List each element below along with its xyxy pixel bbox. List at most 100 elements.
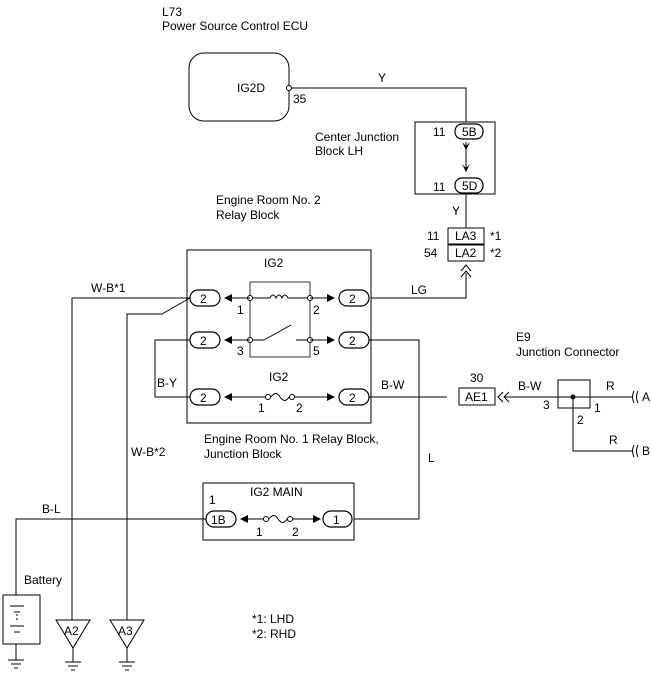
cjb-pin-top-num: 11: [433, 125, 446, 139]
wire-wb1: [71, 297, 190, 620]
la2-num: 54: [424, 246, 438, 260]
ae1-num: 30: [470, 371, 484, 385]
ig2-main-fuse-pin-1: 1: [256, 525, 263, 539]
terminal-left-row1-label: 2: [200, 292, 207, 306]
ae1-label: AE1: [465, 390, 488, 404]
arrow-right-row2-icon: [327, 336, 335, 344]
ground-a2-triangle: [55, 619, 91, 649]
cjb-pin-bot-label: 5D: [462, 179, 478, 193]
e9-pin-3: 3: [543, 398, 550, 412]
relay2-name-line2: Relay Block: [216, 208, 280, 222]
note-lhd: *1: LHD: [252, 612, 294, 626]
cjb-pin-top: [454, 123, 484, 140]
la-connector-chevron-2-icon: [460, 270, 472, 278]
e9-to-a: A: [642, 390, 650, 404]
wire-ecu-to-cjb: [291, 87, 467, 122]
cjb-name-line2: Block LH: [315, 144, 363, 158]
e9-pin-2: 2: [577, 413, 584, 427]
arrow-right-row3-icon: [327, 393, 335, 401]
ig2-main-arrow-left-icon: [240, 515, 248, 523]
ae1-chevron-1-icon: [497, 391, 504, 403]
la3-label: LA3: [455, 229, 477, 243]
wire-wb2: [126, 297, 191, 620]
fuse-pin-2: 2: [296, 401, 303, 415]
relay1-name-line1: Engine Room No. 1 Relay Block,: [204, 432, 379, 446]
wire-label-lg: LG: [411, 283, 427, 297]
ground-a2-icon: [65, 661, 81, 671]
relay2-name-line1: Engine Room No. 2: [216, 193, 321, 207]
ecu-code: L73: [162, 5, 182, 19]
wire-label-bw2: B-W: [518, 379, 542, 393]
wire-lg: [367, 273, 467, 299]
relay-pin-3: 3: [237, 344, 244, 358]
ground-a3-icon: [119, 661, 135, 671]
relay-pin-2: 2: [313, 303, 320, 317]
ecu-pin-dot: [286, 85, 292, 91]
ground-a2-label: A2: [64, 624, 79, 638]
fuse-pin2-dot: [289, 394, 295, 400]
relay-pin-5: 5: [313, 344, 320, 358]
ecu-pin: 35: [293, 92, 307, 106]
ground-a3-triangle: [109, 619, 145, 649]
e9-name: Junction Connector: [516, 345, 619, 359]
wire-label-y-mid: Y: [452, 204, 460, 218]
wire-label-bw: B-W: [381, 378, 405, 392]
cjb-name-line1: Center Junction: [315, 130, 399, 144]
ae1-box: [458, 387, 496, 406]
wire-label-wb2: W-B*2: [131, 445, 166, 459]
fuse-pin1-dot: [265, 394, 271, 400]
cjb-chevron-bottom-icon: [462, 164, 470, 172]
e9-pin-1: 1: [594, 401, 601, 415]
ecu-name: Power Source Control ECU: [162, 19, 308, 33]
ecu-terminal-name: IG2D: [237, 81, 265, 95]
wire-l: [354, 339, 420, 520]
wire-label-r1: R: [606, 379, 615, 393]
wire-bl: [15, 518, 206, 595]
fuse-pin-1: 1: [258, 401, 265, 415]
arrow-left-row1-icon: [224, 294, 232, 302]
cjb-chevron-top-icon: [462, 142, 470, 150]
ig2-relay-label: IG2: [264, 256, 284, 270]
la2-note: *2: [490, 246, 502, 260]
wire-label-by: B-Y: [157, 376, 177, 390]
fuse-icon: [270, 393, 290, 401]
ig2-main-pin-right-label: 1: [333, 513, 340, 527]
terminal-right-row1-label: 2: [349, 292, 356, 306]
ig2-main-pin-right: [322, 510, 353, 528]
relay-pin-1: 1: [237, 303, 244, 317]
wire-by: [154, 339, 190, 398]
wire-label-wb1: W-B*1: [91, 281, 126, 295]
ae1-chevron-2-icon: [503, 391, 510, 403]
ig2-fuse-label: IG2: [269, 370, 289, 384]
terminal-left-row2-label: 2: [200, 334, 207, 348]
la2-box: [447, 244, 485, 262]
ig2-main-label: IG2 MAIN: [250, 485, 303, 499]
wire-r2: [572, 408, 633, 452]
la3-num: 11: [427, 229, 440, 243]
battery-box: [2, 594, 41, 645]
terminal-right-row1: [338, 289, 370, 307]
arrow-left-row3-icon: [224, 393, 232, 401]
ig2-main-pin-left-num: 1: [209, 493, 216, 507]
battery-symbol-icon: [10, 605, 24, 633]
cjb-pin-top-label: 5B: [462, 125, 477, 139]
relay-coil-icon: [269, 294, 289, 300]
ig2-main-pin-left-label: 1B: [211, 513, 226, 527]
wire-label-bl: B-L: [42, 502, 61, 516]
ig2-main-fuse-pin1-dot: [263, 516, 269, 522]
cjb-pin-bot: [454, 177, 484, 194]
ground-battery-icon: [8, 659, 24, 669]
ig2-main-arrow-right-icon: [313, 515, 321, 523]
la2-label: LA2: [455, 246, 477, 260]
wire-break-b-icon: [632, 444, 639, 458]
wire-break-a-icon: [632, 390, 639, 404]
e9-code: E9: [516, 330, 531, 344]
ground-a3-label: A3: [118, 624, 133, 638]
arrow-left-row2-icon: [224, 336, 232, 344]
terminal-left-row3-label: 2: [200, 391, 207, 405]
ig2-main-fuse-pin2-dot: [287, 516, 293, 522]
arrow-right-row1-icon: [327, 294, 335, 302]
relay-switch-icon: [263, 324, 292, 341]
terminal-right-row3-label: 2: [349, 391, 356, 405]
